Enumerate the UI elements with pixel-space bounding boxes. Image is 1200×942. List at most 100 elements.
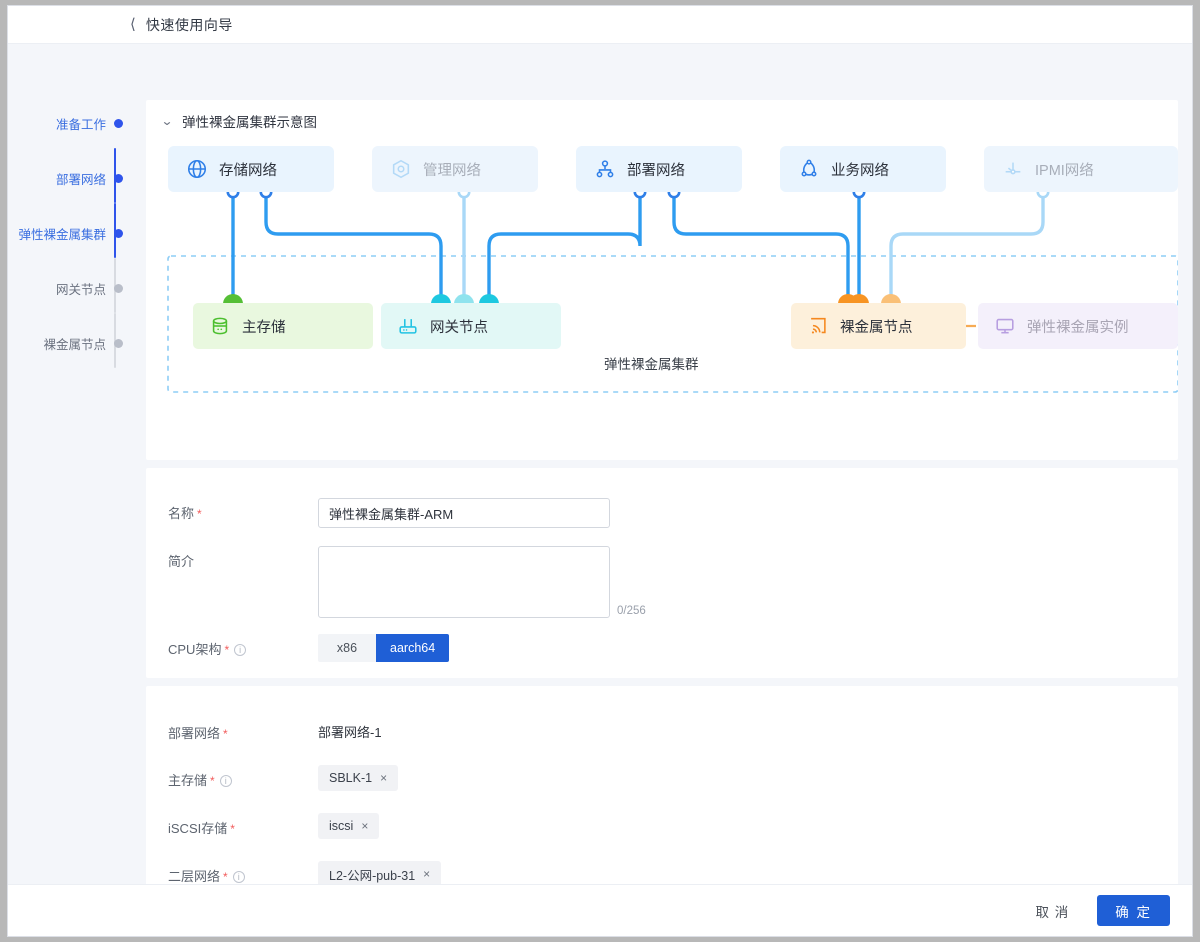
node-box-baremetal[interactable]: 裸金属节点 [791, 303, 966, 349]
window-header: ⟨ 快速使用向导 [8, 6, 1192, 44]
l2-network-tag[interactable]: L2-公网-pub-31 × [318, 861, 442, 884]
page-title: 快速使用向导 [145, 16, 233, 33]
diagram-section-header[interactable]: ⌄ 弹性裸金属集群示意图 [146, 100, 1178, 142]
description-label: 简介 [168, 554, 195, 569]
steps-rail: 准备工作 部署网络 弹性裸金属集群 网关节点 裸金属节点 [8, 64, 130, 368]
globe-icon [186, 158, 208, 180]
cpu-arch-option-aarch64[interactable]: aarch64 [376, 634, 450, 662]
step-label: 准备工作 [55, 117, 106, 132]
tag-label: SBLK-1 [329, 771, 373, 785]
wizard-body: 准备工作 部署网络 弹性裸金属集群 网关节点 裸金属节点 [8, 44, 1192, 884]
form-row-primary-storage: 主存储*i SBLK-1 × [168, 765, 399, 791]
database-icon [209, 315, 231, 337]
back-chevron-icon[interactable]: ⟨ [130, 16, 136, 33]
port-terminator [881, 294, 901, 304]
sidebar-step-网关节点[interactable]: 网关节点 [8, 279, 130, 297]
form-row-l2-network: 二层网络*i L2-公网-pub-31 × [168, 861, 442, 884]
step-dot-icon [114, 228, 123, 238]
network-box-management[interactable]: 管理网络 [372, 146, 538, 192]
network-label: 部署网络 [627, 162, 685, 179]
tag-remove-icon[interactable]: × [361, 819, 369, 833]
description-textarea[interactable] [318, 546, 610, 618]
step-dot-icon [114, 173, 123, 183]
required-marker: * [224, 643, 230, 657]
signal-icon [807, 315, 829, 337]
router-icon [397, 315, 419, 337]
network-box-deploy[interactable]: 部署网络 [576, 146, 742, 192]
network-storage-panel: 部署网络* 部署网络-1 主存储*i SBLK-1 × iSCSI存储* isc [146, 686, 1178, 884]
port-terminator [479, 294, 499, 304]
step-label: 部署网络 [55, 172, 106, 187]
step-dot-icon [114, 283, 123, 293]
tag-label: iscsi [329, 819, 354, 833]
cancel-button[interactable]: 取 消 [1035, 904, 1070, 920]
primary-storage-label: 主存储*i [168, 765, 318, 789]
node-label: 主存储 [242, 319, 286, 336]
confirm-button[interactable]: 确 定 [1097, 895, 1170, 926]
node-box-primary-storage[interactable]: 主存储 [193, 303, 373, 349]
info-icon[interactable]: i [232, 871, 245, 883]
port-terminator [223, 294, 243, 304]
sidebar-step-准备工作[interactable]: 准备工作 [8, 114, 130, 132]
network-label: 存储网络 [219, 162, 277, 179]
port-terminator [849, 294, 869, 304]
tag-remove-icon[interactable]: × [423, 867, 431, 881]
basic-info-panel: 名称* 简介 0/256 CPU架构*i x86 aarch64 [146, 468, 1178, 678]
cpu-arch-label: CPU架构*i [168, 634, 318, 658]
required-marker: * [197, 507, 202, 521]
description-wrap: 0/256 [318, 546, 646, 618]
description-counter: 0/256 [617, 605, 646, 617]
cpu-arch-option-x86[interactable]: x86 [318, 634, 376, 662]
dialog-footer: 取 消 确 定 [8, 884, 1192, 936]
step-label: 裸金属节点 [43, 337, 106, 352]
required-marker: * [230, 822, 235, 836]
step-dot-icon [114, 338, 123, 348]
tag-remove-icon[interactable]: × [380, 771, 388, 785]
info-icon[interactable]: i [219, 775, 232, 787]
form-row-cpu-arch: CPU架构*i x86 aarch64 [168, 634, 450, 662]
cpu-arch-segmented-control[interactable]: x86 aarch64 [318, 634, 450, 662]
tag-label: L2-公网-pub-31 [329, 868, 416, 883]
deploy-network-value: 部署网络-1 [318, 725, 382, 740]
diagram-section-title: 弹性裸金属集群示意图 [182, 115, 318, 130]
primary-storage-tag[interactable]: SBLK-1 × [318, 765, 399, 791]
info-icon[interactable]: i [234, 644, 247, 656]
chevron-down-icon[interactable]: ⌄ [160, 114, 174, 128]
node-box-gateway[interactable]: 网关节点 [381, 303, 561, 349]
network-label: IPMI网络 [1035, 162, 1094, 179]
deploy-network-label: 部署网络* [168, 726, 228, 741]
form-row-deploy-network: 部署网络* 部署网络-1 [168, 718, 382, 742]
cluster-caption: 弹性裸金属集群 [604, 357, 699, 372]
node-label: 弹性裸金属实例 [1027, 319, 1129, 336]
network-label: 业务网络 [831, 162, 889, 179]
step-label: 弹性裸金属集群 [18, 227, 106, 242]
iscsi-storage-label: iSCSI存储* [168, 821, 235, 836]
required-marker: * [223, 727, 228, 741]
sidebar-step-弹性裸金属集群[interactable]: 弹性裸金属集群 [8, 224, 130, 242]
quick-start-wizard-window: ⟨ 快速使用向导 准备工作 部署网络 弹性裸金属集群 网关节点 [8, 6, 1192, 936]
cluster-topology-diagram: 存储网络 管理网络 [146, 142, 1178, 460]
form-row-description: 简介 0/256 [168, 546, 646, 618]
network-box-storage[interactable]: 存储网络 [168, 146, 334, 192]
name-label: 名称* [168, 506, 202, 521]
required-marker: * [210, 774, 215, 788]
form-row-iscsi-storage: iSCSI存储* iscsi × [168, 813, 380, 839]
node-label: 网关节点 [430, 319, 488, 336]
network-box-ipmi[interactable]: IPMI网络 [984, 146, 1178, 192]
diagram-panel: ⌄ 弹性裸金属集群示意图 [146, 100, 1178, 460]
ipmi-icon [1002, 158, 1024, 180]
triangle-node-icon [798, 158, 820, 180]
monitor-icon [994, 315, 1016, 337]
hexagon-icon [390, 158, 412, 180]
name-input[interactable] [318, 498, 610, 528]
node-label: 裸金属节点 [840, 319, 913, 336]
network-label: 管理网络 [423, 162, 481, 179]
iscsi-storage-tag[interactable]: iscsi × [318, 813, 380, 839]
cluster-boundary [167, 255, 1178, 393]
sidebar-step-部署网络[interactable]: 部署网络 [8, 169, 130, 187]
required-marker: * [223, 870, 228, 884]
sidebar-step-裸金属节点[interactable]: 裸金属节点 [8, 334, 130, 352]
node-box-elastic-instance[interactable]: 弹性裸金属实例 [978, 303, 1178, 349]
network-box-business[interactable]: 业务网络 [780, 146, 946, 192]
port-terminator [431, 294, 451, 304]
